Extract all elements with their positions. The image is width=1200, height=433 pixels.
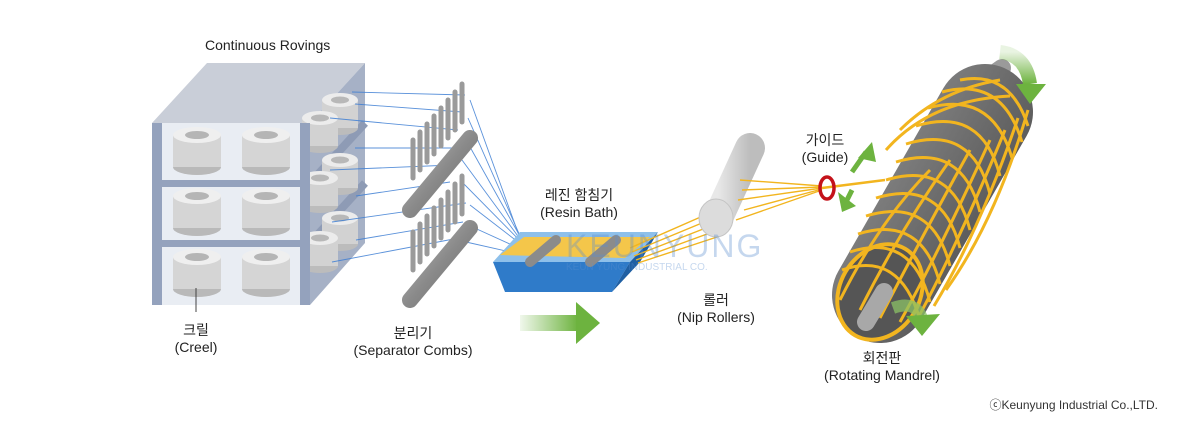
lower-comb	[402, 173, 478, 308]
label-separator-combs: 분리기 (Separator Combs)	[353, 325, 473, 358]
upper-comb	[402, 81, 478, 218]
fiber-strands-to-combs	[329, 91, 467, 263]
rotating-mandrel	[832, 59, 1033, 343]
creel-top	[152, 63, 365, 123]
creel-frame	[152, 123, 310, 305]
watermark-subtext: KEUN YUNG INDUSTRIAL CO.	[566, 262, 708, 273]
fiber-strands-to-guide	[735, 179, 823, 221]
creel	[152, 63, 368, 312]
label-rotating-mandrel: 회전판 (Rotating Mandrel)	[824, 350, 940, 383]
bath-roller-left	[525, 235, 561, 267]
mandrel-near-shaft	[857, 283, 893, 331]
separator-combs	[402, 81, 478, 308]
label-creel: 크릴 (Creel)	[174, 322, 218, 355]
creel-bobbins	[173, 127, 290, 297]
bath-roller-right	[585, 235, 621, 267]
guide	[818, 142, 886, 212]
label-resin-bath: 레진 함침기 (Resin Bath)	[540, 187, 618, 220]
nip-rollers	[698, 133, 765, 238]
resin-bath	[493, 232, 658, 292]
watermark-logo: KEUNYUNG	[566, 228, 764, 264]
label-guide: 가이드 (Guide)	[801, 132, 849, 165]
resin-bath-side	[612, 232, 658, 292]
rotation-arrow-top	[998, 45, 1046, 104]
guide-ring	[818, 175, 836, 201]
resin-bath-front	[493, 262, 630, 292]
guide-arrow-down	[838, 192, 856, 212]
flow-arrow	[520, 302, 600, 344]
label-nip-rollers: 롤러 (Nip Rollers)	[677, 292, 755, 325]
creel-side-bobbins	[302, 93, 358, 273]
copyright-notice: ⓒKeunyung Industrial Co.,LTD.	[989, 398, 1158, 412]
rotation-arrow-bottom	[890, 299, 940, 336]
label-continuous-rovings: Continuous Rovings	[205, 37, 331, 53]
